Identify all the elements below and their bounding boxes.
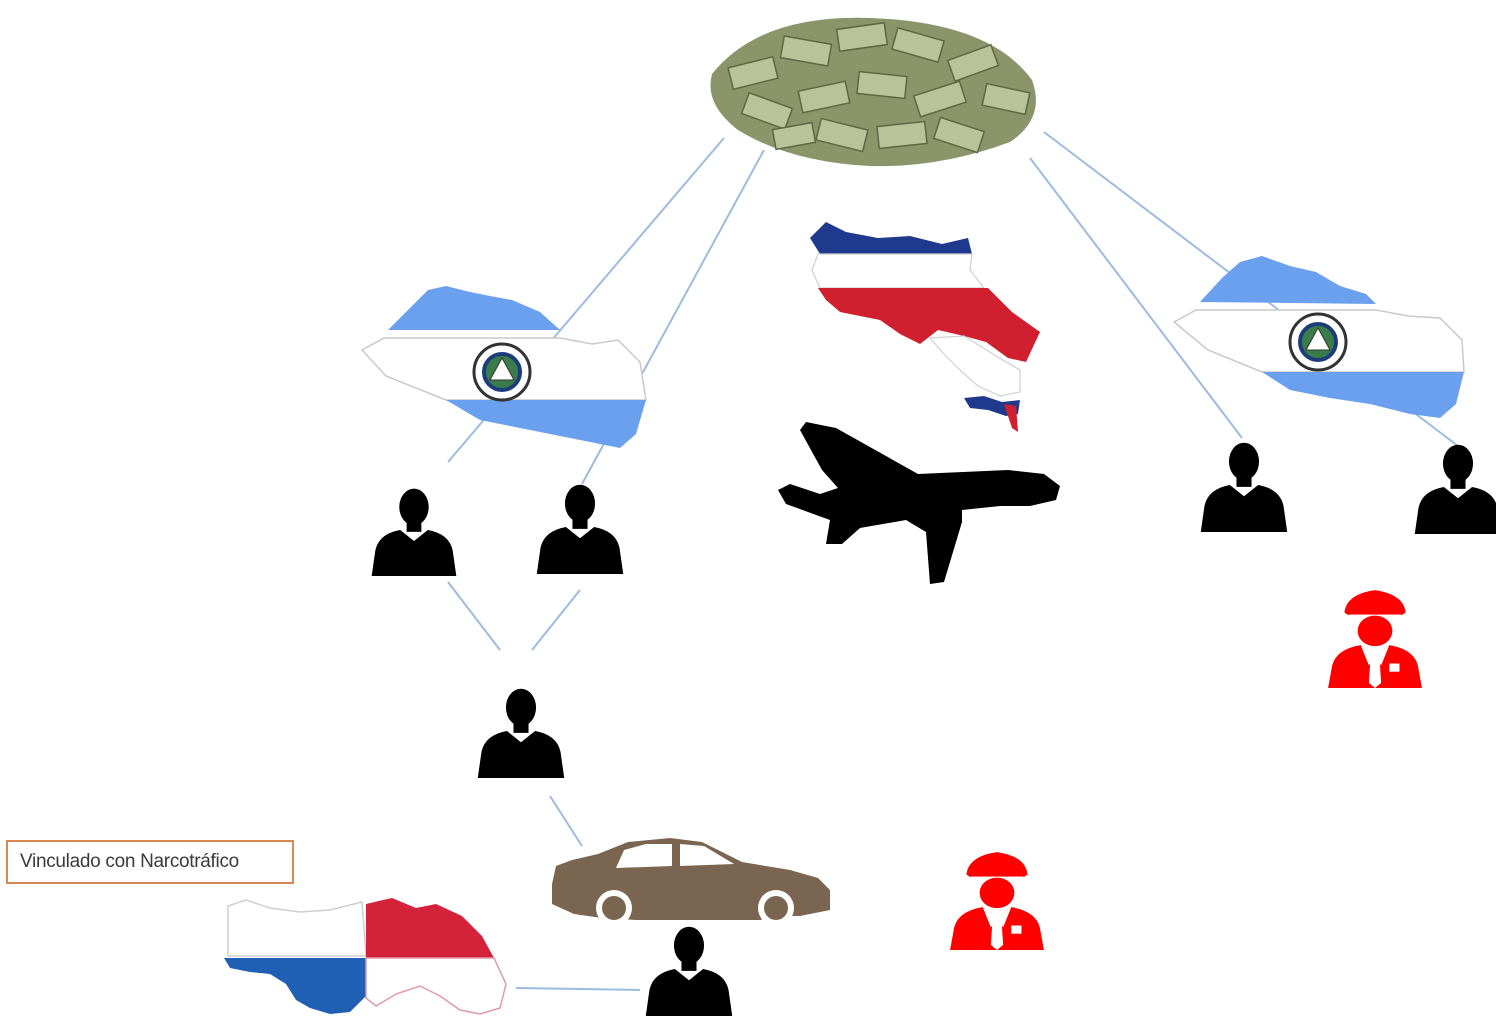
airplane-icon xyxy=(778,422,1060,584)
police-officer-icon xyxy=(1328,590,1422,688)
person-silhouette-icon xyxy=(645,926,733,1016)
person-silhouette-icon xyxy=(477,688,565,778)
connector-line xyxy=(549,795,583,847)
narco-link-label: Vinculado con Narcotráfico xyxy=(6,840,294,884)
el-salvador-flag-map-icon xyxy=(1172,256,1465,418)
person-silhouette-icon xyxy=(1200,442,1288,532)
money-pile-icon xyxy=(710,17,1036,167)
costa-rica-flag-map-icon xyxy=(810,222,1040,432)
connector-line xyxy=(515,987,641,991)
car-icon xyxy=(552,838,830,926)
connector-line xyxy=(531,589,581,651)
police-officer-icon xyxy=(950,852,1044,950)
connector-line xyxy=(1029,157,1243,439)
el-salvador-flag-map-icon xyxy=(360,286,647,448)
person-silhouette-icon xyxy=(536,484,624,574)
panama-flag-map-icon xyxy=(224,898,507,1015)
person-silhouette-icon xyxy=(1414,444,1496,534)
connector-line xyxy=(447,581,501,651)
person-silhouette-icon xyxy=(371,488,457,576)
